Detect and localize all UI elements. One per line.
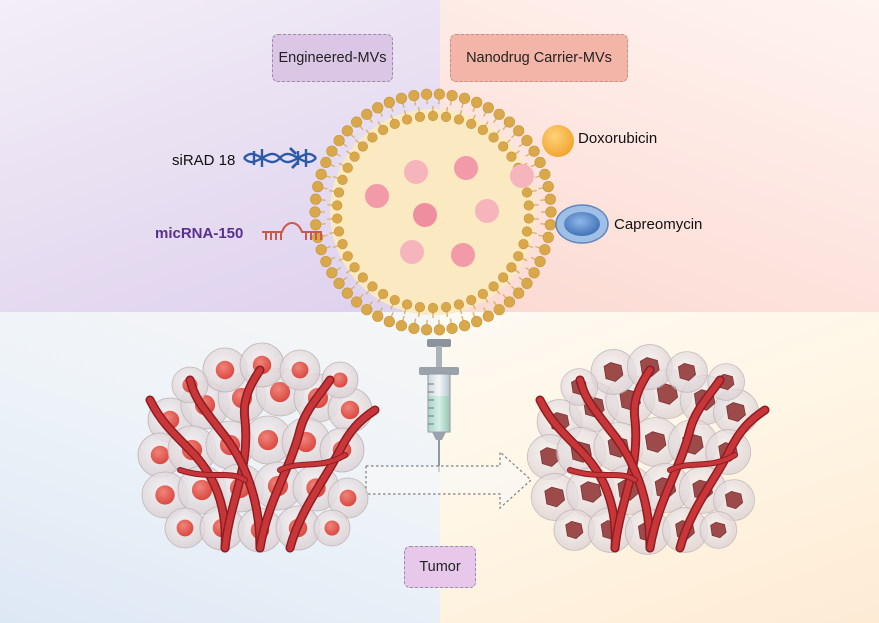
- nanodrug-carrier-mvs-label: Nanodrug Carrier-MVs: [450, 34, 628, 82]
- micrna-icon: [262, 222, 322, 240]
- capreomycin-icon: [555, 204, 609, 244]
- sirna-icon: [243, 147, 317, 169]
- doxorubicin-label: Doxorubicin: [578, 130, 658, 147]
- tumor-label: Tumor: [404, 546, 476, 588]
- doxorubicin-icon: [542, 125, 574, 157]
- microvesicle: [309, 88, 557, 336]
- syringe-icon: [419, 339, 459, 472]
- capreomycin-label: Capreomycin: [614, 216, 703, 233]
- tumor-before-treatment: [137, 342, 380, 553]
- sirad18-label: siRAD 18: [172, 152, 236, 169]
- transition-arrow: [365, 450, 532, 510]
- engineered-mvs-label: Engineered-MVs: [272, 34, 393, 82]
- vesicle-cargo: [365, 156, 534, 267]
- micrna150-label: micRNA-150: [155, 225, 244, 242]
- tumor-after-treatment: [526, 344, 770, 555]
